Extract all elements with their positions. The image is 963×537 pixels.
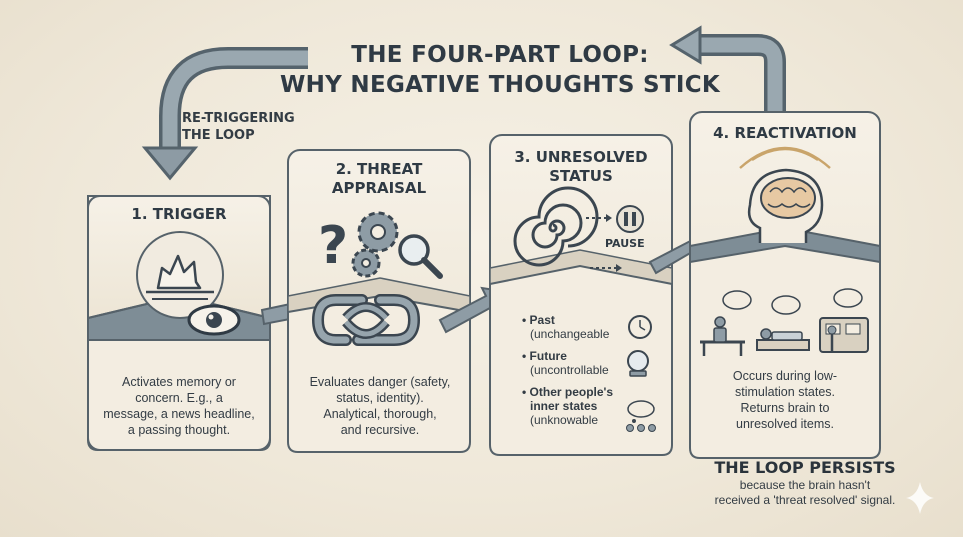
step-3-title-line: 3. UNRESOLVED: [514, 148, 648, 166]
step-2-title: 2. THREAT APPRAISAL: [288, 160, 470, 198]
loop-persists-subtitle: because the brain hasn't received a 'thr…: [690, 478, 920, 508]
spiral-pause-icon: [513, 186, 644, 272]
bullet-past: • Past (unchangeable: [522, 313, 632, 341]
burst-eye-icon: [136, 231, 241, 336]
loop-persists-line-2: received a 'threat resolved' signal.: [714, 493, 896, 507]
bullet-desc: (unchangeable: [530, 327, 610, 341]
low-stimulation-scenes-icon: [700, 288, 869, 356]
retrigger-line-1: RE-TRIGGERING: [182, 111, 295, 126]
bullet-name: • Future: [522, 349, 567, 363]
step-4-title: 4. REACTIVATION: [690, 124, 880, 143]
step-3-title-line: STATUS: [549, 167, 613, 185]
title-line-1: THE FOUR-PART LOOP:: [351, 42, 649, 68]
bullet-desc: (uncontrollable: [530, 363, 609, 377]
step-2-body-line: status, identity).: [336, 391, 424, 405]
recursive-loop-icon: [311, 294, 421, 346]
step-4-body-line: unresolved items.: [736, 417, 834, 431]
loop-arrow: [141, 25, 786, 181]
step-2-body: Evaluates danger (safety, status, identi…: [292, 374, 468, 438]
unresolved-bullets: • Past (unchangeable • Future (uncontrol…: [522, 313, 632, 435]
step-1-body-line: Activates memory or: [122, 375, 236, 389]
step-1-body-line: message, a news headline,: [103, 407, 255, 421]
step-1-title: 1. TRIGGER: [88, 205, 270, 224]
brain-head-icon: [739, 146, 831, 243]
step-1-body-line: a passing thought.: [127, 423, 231, 437]
step-2-body-line: and recursive.: [340, 423, 420, 437]
sparkle-icon: [906, 482, 934, 514]
step-4-body: Occurs during low- stimulation states. R…: [694, 368, 876, 432]
step-4-body-line: Occurs during low-: [732, 369, 838, 383]
loop-persists-line-1: because the brain hasn't: [739, 478, 871, 492]
bullet-other-people: • Other people's inner states (unknowabl…: [522, 385, 632, 427]
step-4-title-line: 4. REACTIVATION: [713, 124, 857, 142]
title-line-2: WHY NEGATIVE THOUGHTS STICK: [279, 72, 721, 98]
bullet-desc: (unknowable: [530, 413, 599, 427]
crystal-ball-icon: [627, 350, 649, 377]
step-2-title-line: 2. THREAT: [335, 160, 423, 178]
step-1-body-line: concern. E.g., a: [135, 391, 223, 405]
step-2-body-line: Evaluates danger (safety,: [309, 375, 451, 389]
loop-persists-title: THE LOOP PERSISTS: [714, 458, 896, 477]
pause-label: PAUSE: [605, 237, 645, 250]
bullet-name: • Other people's inner states: [522, 385, 614, 413]
clock-icon: [628, 315, 652, 339]
svg-text:?: ?: [318, 216, 348, 276]
retrigger-line-2: THE LOOP: [182, 128, 255, 143]
step-2-body-line: Analytical, thorough,: [323, 407, 437, 421]
question-gears-magnifier-icon: ?: [318, 211, 443, 279]
bullet-future: • Future (uncontrollable: [522, 349, 632, 377]
step-3-title: 3. UNRESOLVED STATUS: [490, 148, 672, 186]
step-2-title-line: APPRAISAL: [331, 179, 427, 197]
page-title: THE FOUR-PART LOOP: WHY NEGATIVE THOUGHT…: [270, 40, 730, 100]
retrigger-label: RE-TRIGGERING THE LOOP: [182, 110, 312, 144]
step-4-body-line: Returns brain to: [740, 401, 830, 415]
step-1-title-line: 1. TRIGGER: [131, 205, 227, 223]
bullet-name: • Past: [522, 313, 555, 327]
step-4-body-line: stimulation states.: [734, 385, 836, 399]
step-1-body: Activates memory or concern. E.g., a mes…: [92, 374, 266, 438]
people-thought-icon: [626, 400, 656, 432]
